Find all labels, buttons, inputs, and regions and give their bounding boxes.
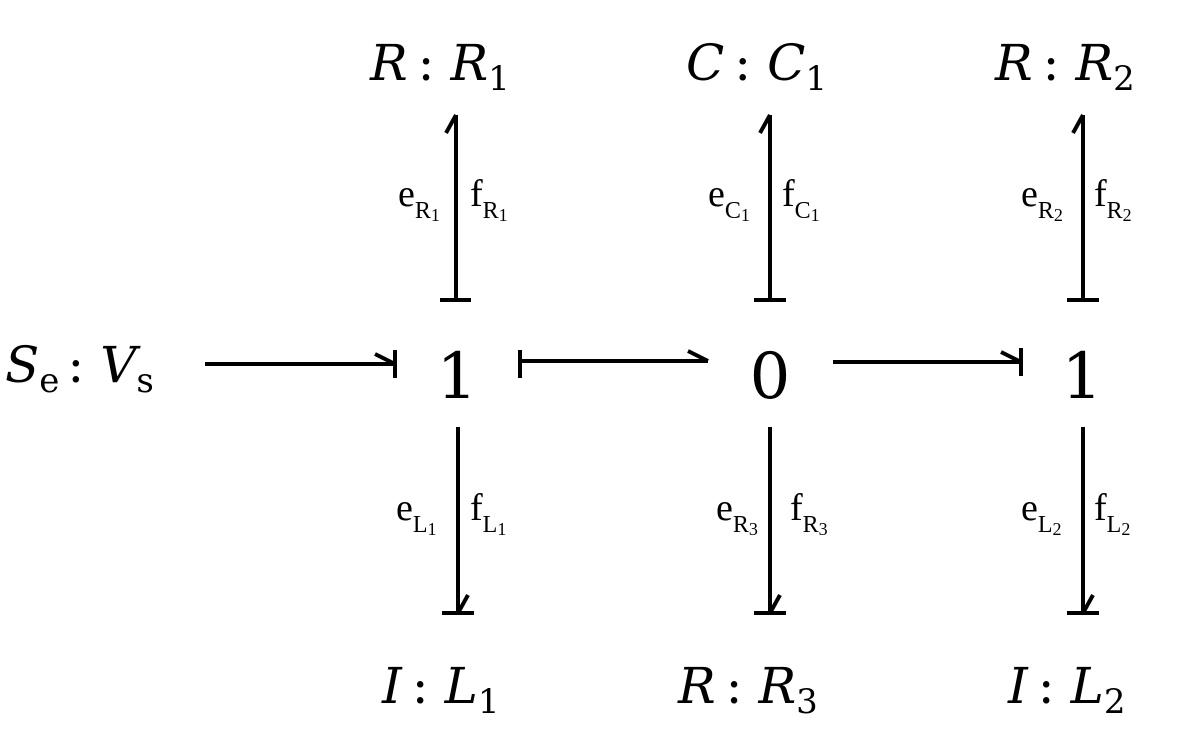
junction-zero-center: 0 [750,340,791,414]
effort-label-r2: eR2 [1021,173,1063,225]
bond-one-to-l1 [442,427,474,615]
element-top-right-label: R:R2 [994,34,1135,99]
bond-zero-to-c1 [754,114,786,302]
bond-zero-to-one [833,348,1023,376]
element-source-label: Se:Vs [5,336,154,401]
bond-one-to-r2 [1067,114,1099,302]
bond-source-to-one [205,350,397,378]
element-top-center-label: C:C1 [686,34,827,99]
effort-label-c1: eC1 [708,173,750,225]
flow-label-l2: fL2 [1094,487,1130,539]
bond-one-to-zero [518,349,709,378]
junction-one-left: 1 [437,340,478,414]
bond-one-to-r1 [440,114,471,302]
element-bottom-right-label: I:L2 [1007,657,1125,722]
element-bottom-center-label: R:R3 [677,657,818,722]
bond-zero-to-r3 [754,427,786,615]
flow-label-r1: fR1 [470,173,508,225]
flow-label-c1: fC1 [782,173,820,225]
element-top-left-label: R:R1 [369,34,510,99]
element-bottom-left-label: I:L1 [381,657,499,722]
effort-label-l2: eL2 [1021,487,1062,539]
junction-one-right: 1 [1062,340,1103,414]
effort-label-r3: eR3 [716,487,758,539]
flow-label-l1: fL1 [470,487,506,539]
flow-label-r3: fR3 [790,487,828,539]
flow-label-r2: fR2 [1094,173,1132,225]
effort-label-l1: eL1 [396,487,437,539]
effort-label-r1: eR1 [398,173,440,225]
bond-one-to-l2 [1067,427,1099,615]
